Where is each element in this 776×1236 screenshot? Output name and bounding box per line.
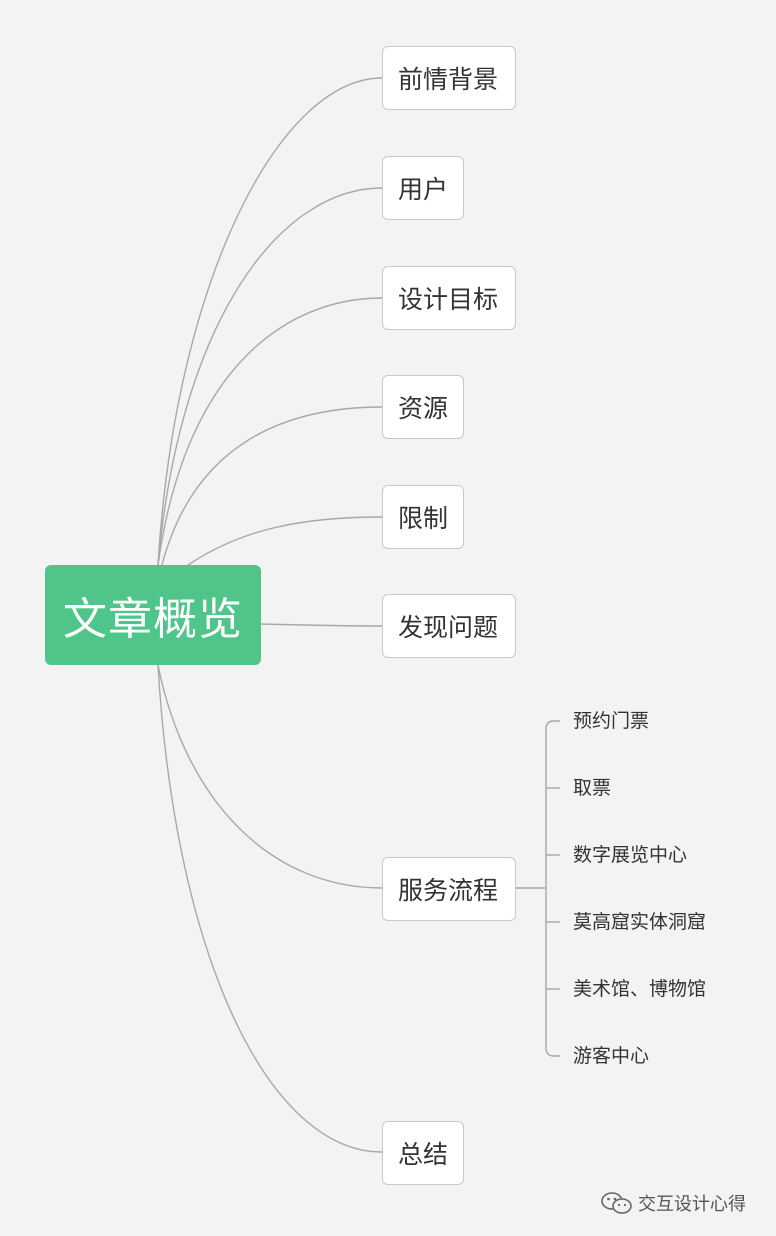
branch-node-summary[interactable]: 总结 [382,1121,464,1185]
watermark: 交互设计心得 [600,1188,746,1218]
connector-root-problems [260,623,383,627]
connector-root-limits [187,516,383,566]
branch-node-goals[interactable]: 设计目标 [382,266,516,330]
leaf-node[interactable]: 游客中心 [573,1045,650,1067]
branch-node-resources[interactable]: 资源 [382,375,464,439]
leaf-node[interactable]: 美术馆、博物馆 [573,978,707,1000]
leaf-node[interactable]: 预约门票 [573,710,650,732]
leaf-node[interactable]: 莫高窟实体洞窟 [573,911,707,933]
branch-node-background[interactable]: 前情背景 [382,46,516,110]
branch-node-users[interactable]: 用户 [382,156,464,220]
connector-root-background [157,77,383,566]
branch-node-process[interactable]: 服务流程 [382,857,516,921]
leaf-node[interactable]: 数字展览中心 [573,844,688,866]
watermark-label: 交互设计心得 [638,1194,746,1215]
leaf-node[interactable]: 取票 [573,777,612,799]
connector-root-goals [157,297,383,566]
connector-root-users [157,187,383,566]
wechat-icon [601,1192,632,1214]
connector-root-process [157,664,383,889]
branch-node-limits[interactable]: 限制 [382,485,464,549]
branch-node-problems[interactable]: 发现问题 [382,594,516,658]
root-node[interactable]: 文章概览 [45,565,261,665]
connector-process-bracket [545,720,560,1057]
connector-root-resources [161,406,383,566]
connector-root-summary [157,664,383,1153]
